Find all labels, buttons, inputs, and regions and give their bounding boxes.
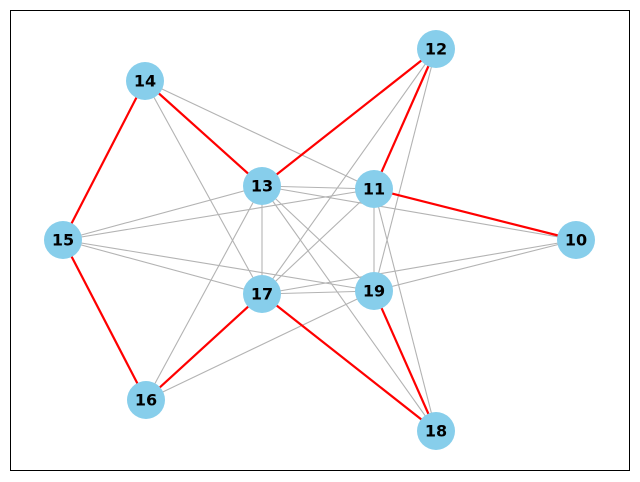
edge-15-13 bbox=[62, 185, 263, 241]
node-circle-10 bbox=[557, 221, 595, 259]
node-label-10: 10 bbox=[565, 231, 587, 250]
node-12: 12 bbox=[417, 30, 455, 68]
edge-14-11 bbox=[144, 80, 375, 190]
node-circle-14 bbox=[126, 62, 164, 100]
node-label-12: 12 bbox=[425, 40, 447, 59]
node-15: 15 bbox=[44, 221, 82, 259]
node-label-17: 17 bbox=[251, 285, 273, 304]
highlighted-edge-13-12 bbox=[261, 48, 437, 187]
node-19: 19 bbox=[355, 272, 393, 310]
plot-frame bbox=[10, 10, 630, 471]
node-label-14: 14 bbox=[134, 72, 156, 91]
edge-13-19 bbox=[261, 185, 375, 292]
highlighted-edge-19-18 bbox=[372, 290, 438, 432]
edge-15-11 bbox=[62, 188, 375, 241]
highlighted-edge-11-10 bbox=[373, 187, 577, 242]
node-16: 16 bbox=[127, 381, 165, 419]
node-circle-13 bbox=[243, 167, 281, 205]
edge-11-18 bbox=[373, 188, 437, 432]
node-circle-16 bbox=[127, 381, 165, 419]
node-label-13: 13 bbox=[251, 177, 273, 196]
highlighted-edge-15-16 bbox=[62, 239, 147, 401]
edge-11-17 bbox=[261, 188, 375, 295]
edge-19-10 bbox=[373, 239, 577, 292]
node-10: 10 bbox=[557, 221, 595, 259]
highlighted-edge-12-11 bbox=[372, 48, 438, 190]
highlighted-edge-16-17 bbox=[145, 293, 263, 401]
node-11: 11 bbox=[355, 170, 393, 208]
node-circle-11 bbox=[355, 170, 393, 208]
edge-13-18 bbox=[261, 185, 437, 432]
edge-15-17 bbox=[62, 239, 263, 295]
node-label-18: 18 bbox=[425, 422, 447, 441]
edge-16-19 bbox=[145, 290, 375, 401]
node-circle-18 bbox=[417, 412, 455, 450]
node-label-16: 16 bbox=[135, 391, 157, 410]
highlighted-edge-14-13 bbox=[144, 80, 263, 187]
node-18: 18 bbox=[417, 412, 455, 450]
node-circle-15 bbox=[44, 221, 82, 259]
node-17: 17 bbox=[243, 275, 281, 313]
edge-14-17 bbox=[144, 80, 263, 295]
nodes-layer: 10 11 12 13 14 15 16 17 18 19 bbox=[44, 30, 595, 450]
edge-13-10 bbox=[261, 185, 577, 241]
edge-17-10 bbox=[261, 239, 577, 295]
node-circle-17 bbox=[243, 275, 281, 313]
edges-layer bbox=[62, 48, 577, 432]
edge-12-19 bbox=[373, 48, 437, 292]
edge-12-17 bbox=[261, 48, 437, 295]
node-label-19: 19 bbox=[363, 282, 385, 301]
node-circle-19 bbox=[355, 272, 393, 310]
node-14: 14 bbox=[126, 62, 164, 100]
edge-13-16 bbox=[145, 185, 263, 401]
node-label-15: 15 bbox=[52, 231, 74, 250]
highlighted-edge-14-15 bbox=[62, 80, 146, 241]
node-13: 13 bbox=[243, 167, 281, 205]
node-circle-12 bbox=[417, 30, 455, 68]
highlighted-edge-17-18 bbox=[261, 293, 437, 432]
node-label-11: 11 bbox=[363, 180, 385, 199]
